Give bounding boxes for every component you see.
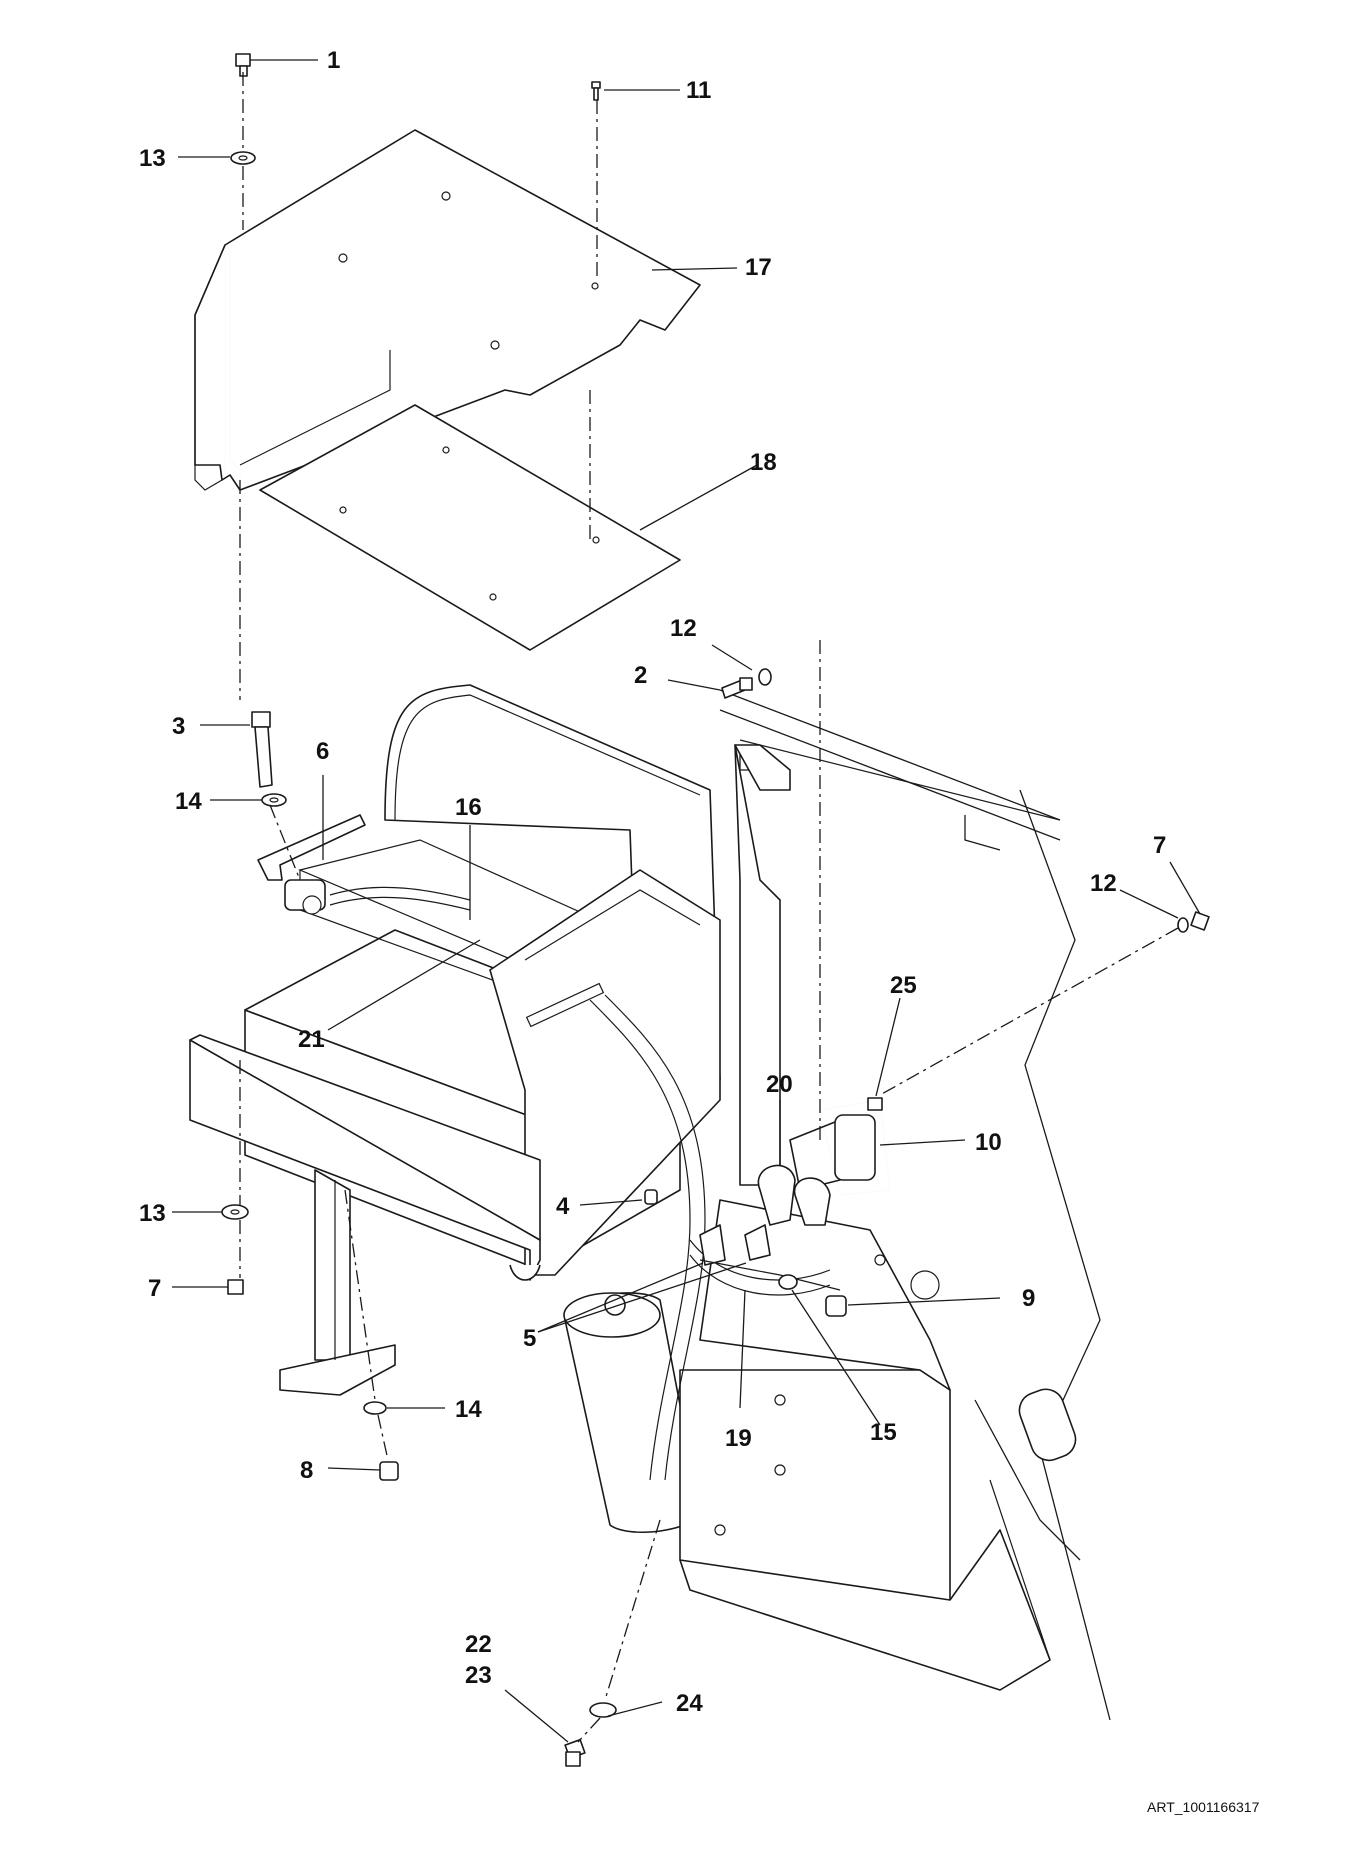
callout-23: 23 bbox=[465, 1662, 492, 1689]
callout-4: 4 bbox=[556, 1193, 570, 1220]
callout-15: 15 bbox=[870, 1419, 897, 1446]
assembly-centerlines bbox=[239, 72, 1179, 1743]
solenoid bbox=[789, 1114, 876, 1191]
art-id: ART_1001166317 bbox=[1147, 1799, 1260, 1815]
callout-6: 6 bbox=[316, 738, 329, 765]
callout-18: 18 bbox=[750, 449, 777, 476]
insulator-pad bbox=[259, 404, 681, 651]
callout-2: 2 bbox=[634, 662, 647, 689]
battery-cables bbox=[329, 886, 831, 1481]
battery-tray-front bbox=[189, 1034, 541, 1281]
callout-24: 24 bbox=[676, 1690, 703, 1717]
callout-14-lower: 14 bbox=[455, 1396, 482, 1423]
callout-12-right: 12 bbox=[1090, 870, 1117, 897]
callout-7-right: 7 bbox=[1153, 832, 1166, 859]
callout-labels: 1 11 13 17 18 12 2 3 6 14 16 7 12 25 21 … bbox=[139, 47, 1166, 1717]
callout-22: 22 bbox=[465, 1631, 492, 1658]
chassis-frame bbox=[719, 689, 1111, 1721]
battery-terminal-clamp bbox=[284, 879, 326, 915]
callout-19: 19 bbox=[725, 1425, 752, 1452]
hold-down-bracket bbox=[489, 869, 721, 1276]
callout-3: 3 bbox=[172, 713, 185, 740]
mounting-bracket-frame bbox=[734, 739, 1061, 1186]
terminal-boots bbox=[757, 1164, 831, 1226]
callout-20: 20 bbox=[766, 1071, 793, 1098]
battery-cover bbox=[194, 129, 701, 491]
callout-17: 17 bbox=[745, 254, 772, 281]
callout-25: 25 bbox=[890, 972, 917, 999]
callout-7-lower: 7 bbox=[148, 1275, 161, 1302]
cable-clamps bbox=[699, 1224, 841, 1291]
callout-14-top: 14 bbox=[175, 788, 202, 815]
fasteners bbox=[221, 53, 1210, 1767]
callout-1: 1 bbox=[327, 47, 340, 74]
callout-8: 8 bbox=[300, 1457, 313, 1484]
callout-9: 9 bbox=[1022, 1285, 1035, 1312]
leader-lines bbox=[172, 59, 1201, 1743]
callout-10: 10 bbox=[975, 1129, 1002, 1156]
callout-12-top: 12 bbox=[670, 615, 697, 642]
callout-16: 16 bbox=[455, 794, 482, 821]
callout-13-lower: 13 bbox=[139, 1200, 166, 1227]
callout-11: 11 bbox=[686, 77, 711, 104]
callout-21: 21 bbox=[298, 1026, 325, 1053]
support-leg bbox=[279, 1169, 396, 1396]
callout-5: 5 bbox=[523, 1325, 536, 1352]
callout-13-top: 13 bbox=[139, 145, 166, 172]
